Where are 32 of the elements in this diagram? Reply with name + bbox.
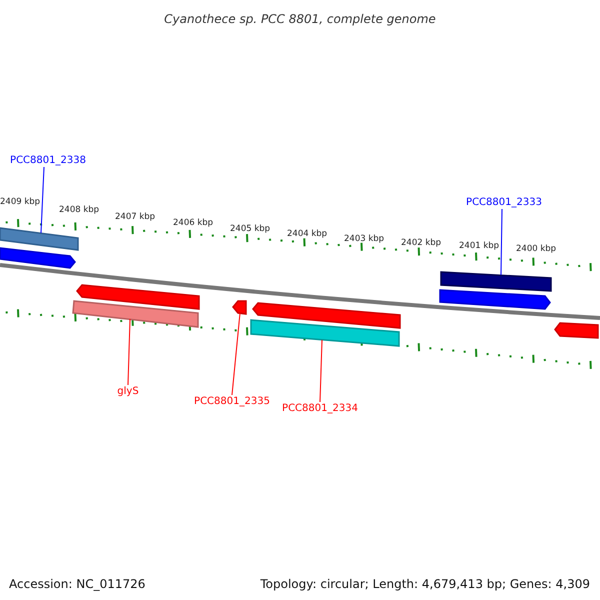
gene-feature xyxy=(439,289,551,310)
gene-label: PCC8801_2335 xyxy=(192,395,272,408)
gene-feature xyxy=(0,247,76,269)
gene-feature xyxy=(72,300,199,328)
tick-label: 2408 kbp xyxy=(59,205,100,216)
gene-feature xyxy=(250,319,400,347)
gene-label: glyS xyxy=(113,385,143,398)
tick-label: 2404 kbp xyxy=(287,229,328,240)
leader-line xyxy=(320,340,322,402)
gene-label: PCC8801_2334 xyxy=(280,402,360,415)
accession-text: Accession: NC_011726 xyxy=(9,576,146,593)
leader-line xyxy=(232,312,240,396)
gene-feature xyxy=(0,227,79,251)
tick-label: 2409 kbp xyxy=(0,197,40,208)
gene-label: PCC8801_2338 xyxy=(8,154,88,167)
tick-label: 2407 kbp xyxy=(115,212,156,223)
tick-label: 2401 kbp xyxy=(459,241,500,252)
leader-line xyxy=(128,318,130,386)
diagram-title: Cyanothece sp. PCC 8801, complete genome xyxy=(163,11,437,28)
gene-feature xyxy=(252,302,401,329)
tick-label: 2405 kbp xyxy=(230,224,270,235)
gene-feature xyxy=(76,284,200,310)
tick-label: 2406 kbp xyxy=(173,218,214,229)
gene-feature xyxy=(232,300,247,315)
genome-stats-text: Topology: circular; Length: 4,679,413 bp; Genes: 4,309 xyxy=(260,576,590,593)
gene-label: PCC8801_2333 xyxy=(464,196,544,209)
tick-label: 2403 kbp xyxy=(344,234,384,245)
tick-label: 2402 kbp xyxy=(401,238,442,249)
tick-label: 2400 kbp xyxy=(516,244,556,255)
gene-feature xyxy=(554,322,599,339)
leader-line xyxy=(40,166,44,234)
gene-feature xyxy=(440,271,552,292)
